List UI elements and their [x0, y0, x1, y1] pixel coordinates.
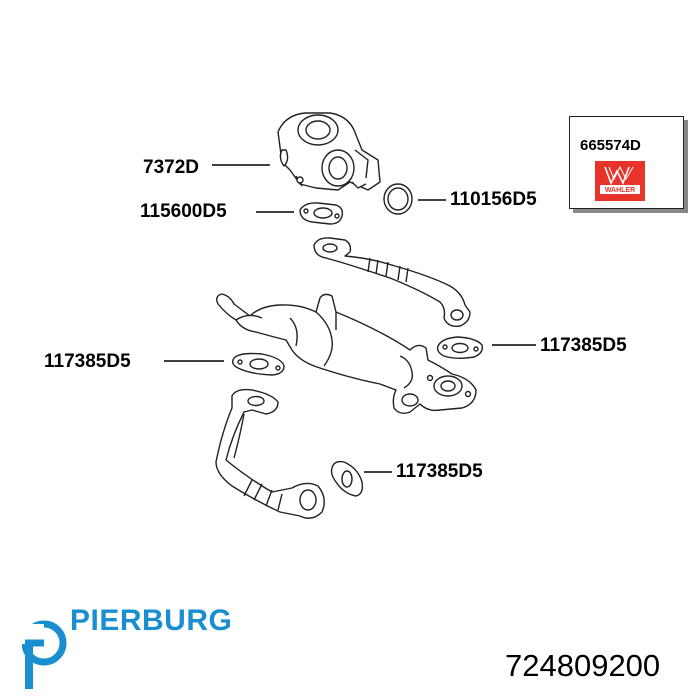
- oring-110156d5: [383, 183, 413, 215]
- label-gasket-left: 117385D5: [44, 351, 131, 372]
- gasket-bottom-117385d5: [330, 460, 364, 497]
- wahler-logo-text: WAHLER: [604, 187, 636, 194]
- label-gasket-bottom: 117385D5: [396, 461, 483, 482]
- gasket-right-117385d5: [436, 336, 484, 359]
- pierburg-logo-icon: [22, 620, 67, 689]
- wahler-logo: [595, 161, 645, 201]
- egr-cooler: [215, 293, 477, 415]
- label-gasket-top: 115600D5: [140, 201, 227, 222]
- label-gasket-right: 117385D5: [540, 335, 627, 356]
- brand-name: PIERBURG: [70, 604, 233, 637]
- kit-box: 665574D WAHLER: [569, 116, 684, 209]
- egr-valve: [277, 112, 381, 191]
- label-oring: 110156D5: [450, 189, 537, 210]
- part-number: 724809200: [505, 648, 661, 683]
- upper-pipe: [313, 237, 471, 328]
- lower-pipe: [215, 388, 325, 519]
- kit-box-label: 665574D: [580, 137, 641, 154]
- gasket-left-117385d5: [231, 352, 285, 376]
- label-valve: 7372D: [143, 157, 199, 178]
- gasket-115600d5: [299, 202, 344, 225]
